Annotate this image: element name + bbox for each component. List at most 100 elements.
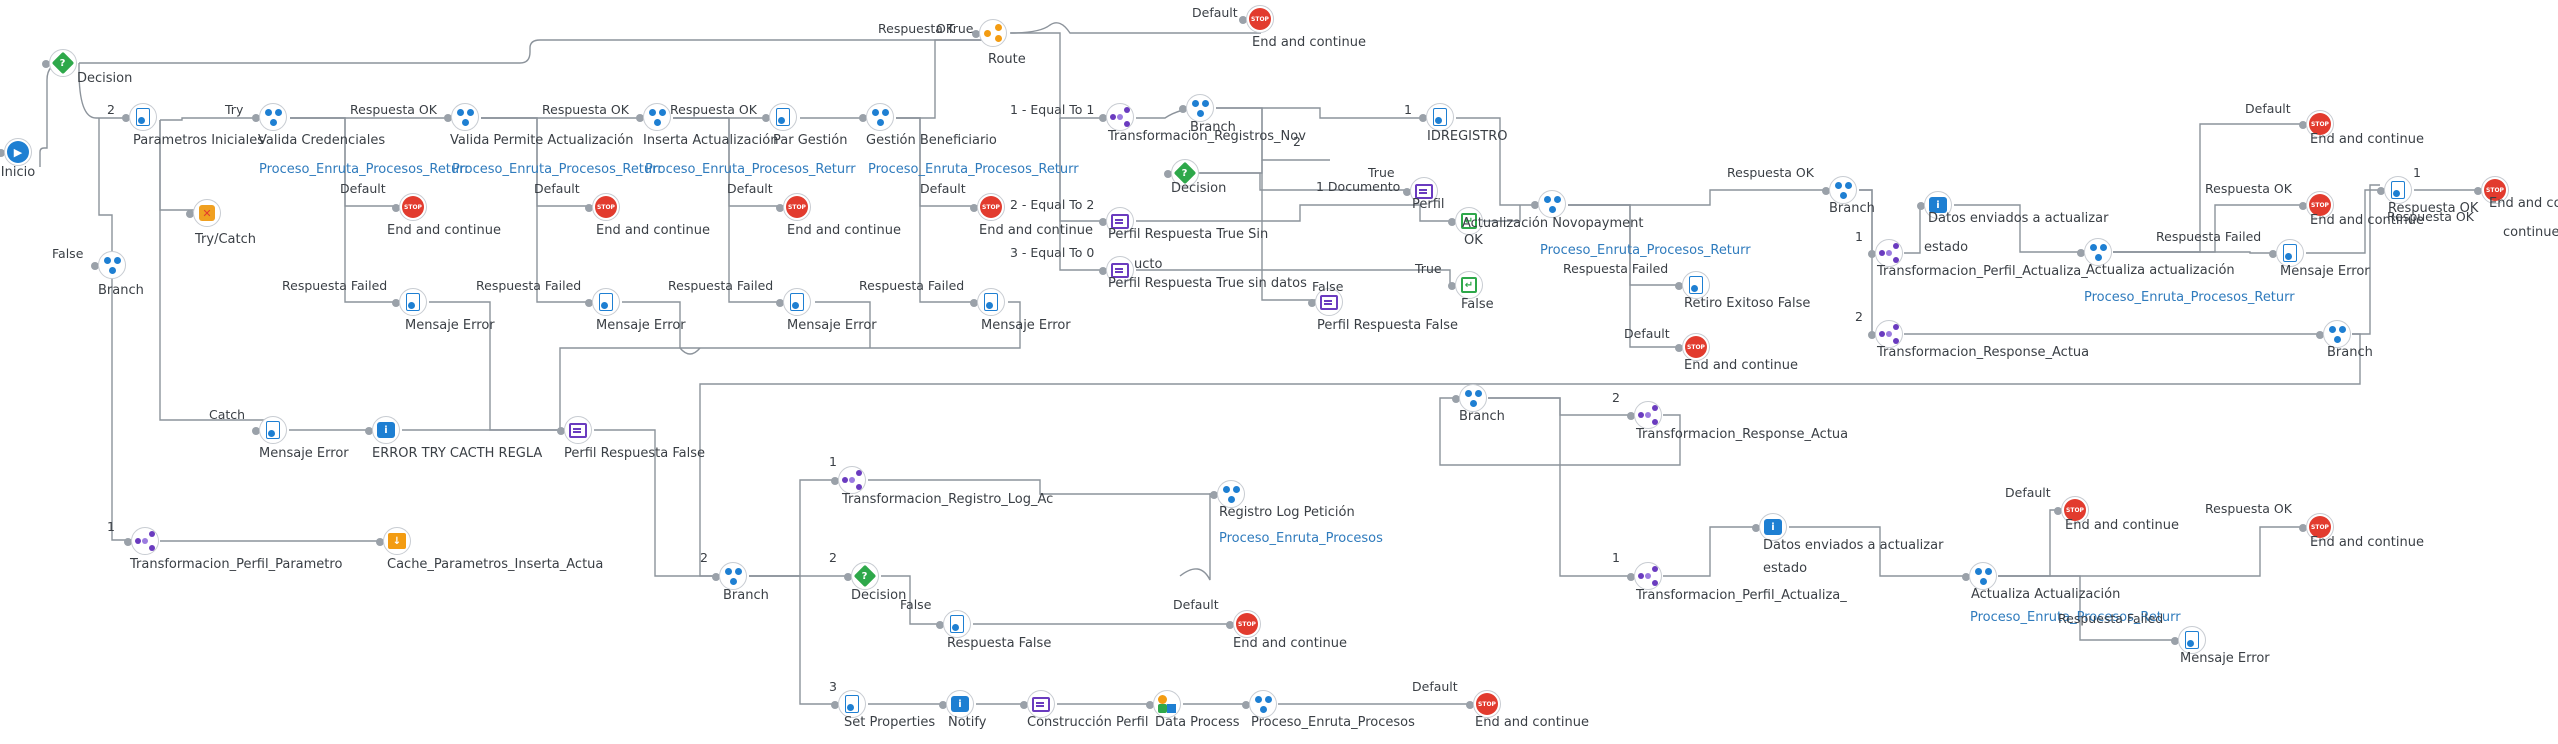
input-port[interactable] bbox=[1962, 573, 1970, 581]
node-circle[interactable] bbox=[1153, 690, 1181, 718]
input-port[interactable] bbox=[936, 621, 944, 629]
input-port[interactable] bbox=[1210, 491, 1218, 499]
input-port[interactable] bbox=[42, 60, 50, 68]
input-port[interactable] bbox=[365, 427, 373, 435]
node-subtitle-registro-log-sub[interactable]: Proceso_Enruta_Procesos bbox=[1219, 531, 1383, 546]
input-port[interactable] bbox=[124, 538, 132, 546]
node-circle[interactable] bbox=[979, 19, 1007, 47]
node-construccion[interactable] bbox=[1020, 690, 1057, 720]
input-port[interactable] bbox=[939, 701, 947, 709]
node-circle[interactable] bbox=[1106, 103, 1134, 131]
node-circle[interactable]: i bbox=[1759, 513, 1787, 541]
node-msg-vp[interactable] bbox=[585, 288, 622, 318]
node-circle[interactable] bbox=[1875, 239, 1903, 267]
input-port[interactable] bbox=[392, 204, 400, 212]
node-circle[interactable]: ↓ bbox=[383, 527, 411, 555]
node-subtitle-inserta-sub[interactable]: Proceso_Enruta_Procesos_Returr bbox=[645, 162, 856, 177]
input-port[interactable] bbox=[1868, 331, 1876, 339]
input-port[interactable] bbox=[1627, 573, 1635, 581]
node-circle[interactable]: i bbox=[1924, 191, 1952, 219]
node-circle[interactable] bbox=[1538, 190, 1566, 218]
node-end-aa2b[interactable]: STOP bbox=[2299, 513, 2336, 543]
node-end-far[interactable]: STOP bbox=[2474, 176, 2511, 206]
node-idregistro[interactable] bbox=[1419, 103, 1456, 133]
node-branch-bottom[interactable] bbox=[712, 562, 749, 592]
node-subtitle-actualiza-act2-sub[interactable]: Proceso_Enruta_Procesos_Returr bbox=[1970, 610, 2181, 625]
node-circle[interactable] bbox=[1106, 256, 1134, 284]
node-valida-cred[interactable] bbox=[252, 103, 289, 133]
input-port[interactable] bbox=[762, 114, 770, 122]
node-end-act[interactable]: STOP bbox=[1675, 333, 1712, 363]
input-port[interactable] bbox=[1627, 412, 1635, 420]
node-circle[interactable] bbox=[1315, 288, 1343, 316]
input-port[interactable] bbox=[585, 204, 593, 212]
node-transf-perfil-act2[interactable] bbox=[1627, 562, 1664, 592]
node-end-vp[interactable]: STOP bbox=[585, 193, 622, 223]
input-port[interactable] bbox=[2299, 524, 2307, 532]
input-port[interactable] bbox=[376, 538, 384, 546]
node-params[interactable] bbox=[122, 103, 159, 133]
node-circle[interactable]: STOP bbox=[399, 193, 427, 221]
node-trycatch[interactable]: ✕ bbox=[186, 199, 223, 229]
node-transf-perfil-param[interactable] bbox=[124, 527, 161, 557]
node-circle[interactable]: STOP bbox=[2306, 191, 2334, 219]
input-port[interactable] bbox=[972, 30, 980, 38]
node-end-last[interactable]: STOP bbox=[1466, 690, 1503, 720]
node-msg-catch[interactable] bbox=[252, 416, 289, 446]
input-port[interactable] bbox=[1308, 299, 1316, 307]
node-decision2[interactable]: ? bbox=[1164, 159, 1201, 189]
node-msg-vc[interactable] bbox=[392, 288, 429, 318]
input-port[interactable] bbox=[2054, 507, 2062, 515]
input-port[interactable] bbox=[252, 427, 260, 435]
node-resp-ok-node[interactable] bbox=[2377, 176, 2414, 206]
input-port[interactable] bbox=[1917, 202, 1925, 210]
node-circle[interactable] bbox=[131, 527, 159, 555]
node-end-aa1[interactable]: STOP bbox=[2299, 110, 2336, 140]
node-branch-nov[interactable] bbox=[1822, 176, 1859, 206]
node-subtitle-valida-cred-sub[interactable]: Proceso_Enruta_Procesos_Returr bbox=[259, 162, 470, 177]
node-branch-low[interactable] bbox=[1452, 384, 1489, 414]
node-circle[interactable] bbox=[866, 103, 894, 131]
node-proc-enruta[interactable] bbox=[1242, 690, 1279, 720]
node-actualizacion-nov[interactable] bbox=[1531, 190, 1568, 220]
node-circle[interactable] bbox=[259, 416, 287, 444]
input-port[interactable] bbox=[1099, 114, 1107, 122]
input-port[interactable] bbox=[2377, 187, 2385, 195]
input-port[interactable] bbox=[0, 149, 5, 157]
input-port[interactable] bbox=[831, 477, 839, 485]
node-end-vc[interactable]: STOP bbox=[392, 193, 429, 223]
node-branch-mid[interactable] bbox=[1179, 94, 1216, 124]
node-circle[interactable] bbox=[1249, 690, 1277, 718]
input-port[interactable] bbox=[1419, 114, 1427, 122]
input-port[interactable] bbox=[2474, 187, 2482, 195]
node-retiro-false[interactable] bbox=[1675, 271, 1712, 301]
node-circle[interactable] bbox=[783, 288, 811, 316]
input-port[interactable] bbox=[1448, 218, 1456, 226]
node-subtitle-gestion-benef-sub[interactable]: Proceso_Enruta_Procesos_Returr bbox=[868, 162, 1079, 177]
input-port[interactable] bbox=[1531, 201, 1539, 209]
node-circle[interactable]: ? bbox=[1171, 159, 1199, 187]
node-msg-gb[interactable] bbox=[970, 288, 1007, 318]
node-route[interactable] bbox=[972, 19, 1009, 49]
node-circle[interactable]: i bbox=[946, 690, 974, 718]
node-circle[interactable]: STOP bbox=[2306, 513, 2334, 541]
node-end-aa1b[interactable]: STOP bbox=[2299, 191, 2336, 221]
node-circle[interactable] bbox=[1217, 480, 1245, 508]
node-resp-false[interactable] bbox=[936, 610, 973, 640]
input-port[interactable] bbox=[585, 299, 593, 307]
input-port[interactable] bbox=[1146, 701, 1154, 709]
node-circle[interactable] bbox=[399, 288, 427, 316]
node-circle[interactable] bbox=[98, 251, 126, 279]
node-circle[interactable] bbox=[2178, 626, 2206, 654]
node-datos-env1[interactable]: i bbox=[1917, 191, 1954, 221]
node-msg-aa2[interactable] bbox=[2171, 626, 2208, 656]
input-port[interactable] bbox=[970, 299, 978, 307]
input-port[interactable] bbox=[1239, 16, 1247, 24]
input-port[interactable] bbox=[1466, 701, 1474, 709]
node-msg-ins[interactable] bbox=[776, 288, 813, 318]
node-par-gestion[interactable] bbox=[762, 103, 799, 133]
node-perfil-true-sin-datos[interactable] bbox=[1099, 256, 1136, 286]
node-circle[interactable]: STOP bbox=[1473, 690, 1501, 718]
node-cache-param[interactable]: ↓ bbox=[376, 527, 413, 557]
input-port[interactable] bbox=[636, 114, 644, 122]
